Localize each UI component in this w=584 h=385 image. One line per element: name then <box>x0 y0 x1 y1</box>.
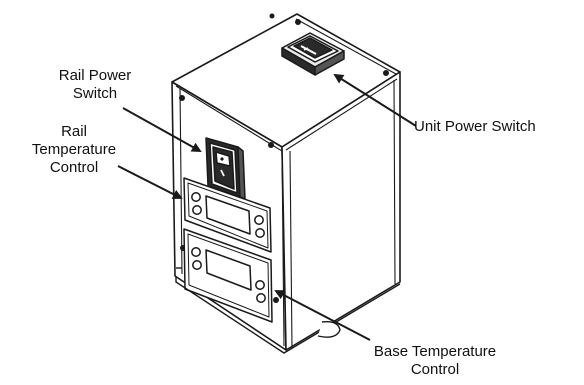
callout-line: Rail <box>61 123 87 140</box>
screw-icon <box>295 19 301 25</box>
screw-icon <box>383 70 389 76</box>
rail-power-switch-icon <box>205 137 246 200</box>
unit-power-switch-arrow <box>333 73 417 127</box>
screw-icon <box>273 297 279 303</box>
callout-line: Control <box>410 361 460 378</box>
callout-line: Rail Power <box>58 67 132 84</box>
base-temperature-control-label: Base Temperature Control <box>330 343 540 379</box>
callout-line: Control <box>49 159 99 176</box>
screw-icon <box>179 95 185 101</box>
unit-power-switch-label: Unit Power Switch <box>414 118 580 136</box>
rail-temperature-control-label: Rail Temperature Control <box>14 123 134 177</box>
rail-temperature-controller-icon <box>183 177 272 253</box>
base-temperature-controller-icon <box>183 228 273 323</box>
rail-power-switch-arrow <box>122 107 202 152</box>
callout-arrows <box>117 73 417 341</box>
rail-power-switch-label: Rail Power Switch <box>40 67 150 103</box>
base-temperature-control-arrow <box>274 290 371 341</box>
enclosure-box <box>171 13 401 351</box>
callout-line: Temperature <box>31 141 117 158</box>
enclosure-base <box>175 267 401 354</box>
screw-icon <box>269 13 275 19</box>
rail-temperature-control-arrow <box>117 165 183 199</box>
top-screws <box>179 13 389 101</box>
unit-power-switch-icon <box>281 32 345 76</box>
enclosure-side-face <box>281 71 401 351</box>
callout-line: Switch <box>72 85 118 102</box>
screw-icon <box>268 142 274 148</box>
enclosure-edge-trim <box>175 18 398 349</box>
callout-line: Unit Power Switch <box>414 118 536 135</box>
callout-line: Base Temperature <box>373 343 497 360</box>
